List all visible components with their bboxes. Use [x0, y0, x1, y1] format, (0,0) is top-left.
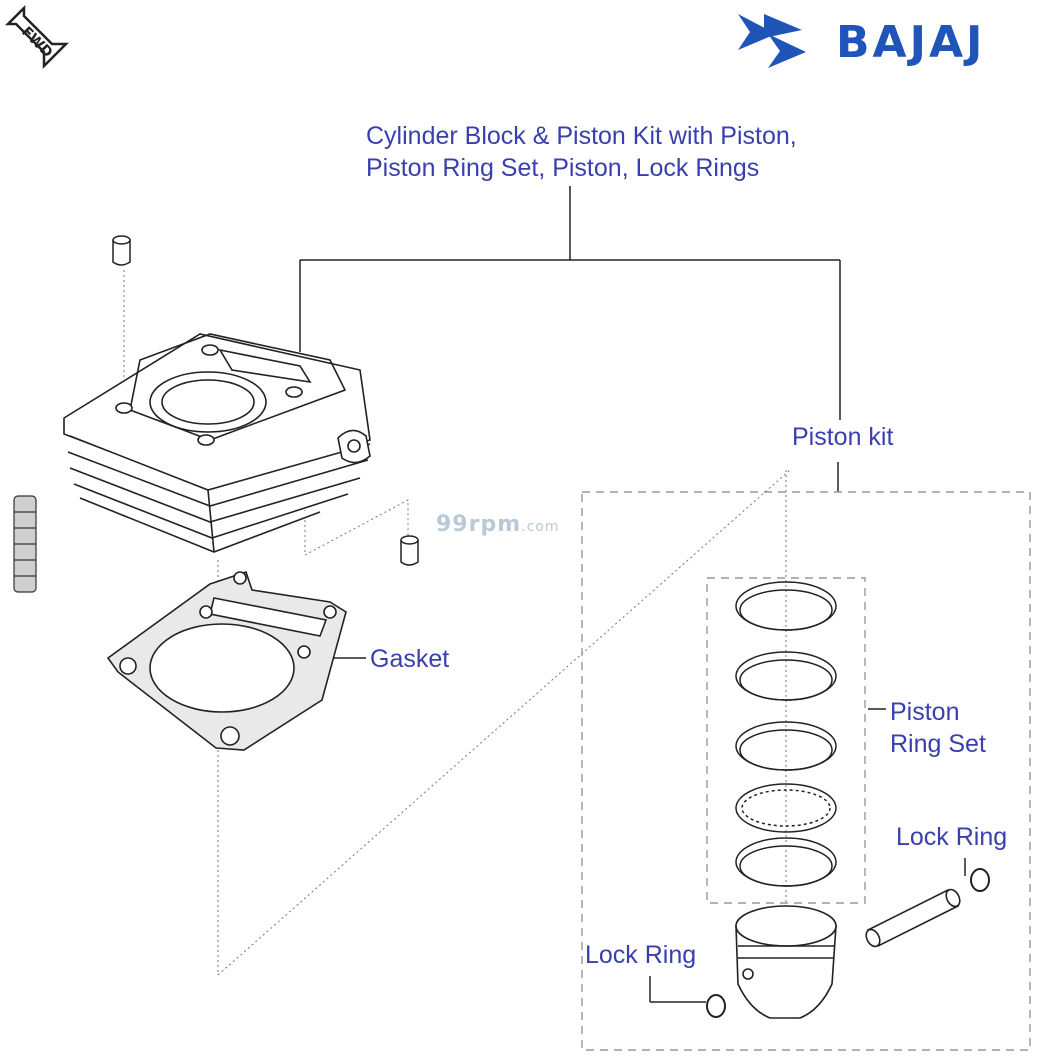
gasket-label: Gasket	[370, 645, 450, 673]
watermark-main: 99rpm	[436, 512, 522, 537]
lock-ring-left-label: Lock Ring	[585, 941, 697, 969]
dowel-pin-bottom	[400, 535, 419, 566]
lock-ring-left-icon	[706, 994, 726, 1018]
lock-ring-right-icon	[970, 868, 990, 892]
fwd-arrow-icon: FWD	[4, 4, 70, 70]
ring-set-label-line2: Ring Set	[890, 730, 986, 758]
cylinder-block	[63, 333, 371, 553]
chain-strip	[13, 495, 37, 593]
dowel-pin-top	[112, 235, 131, 266]
piston-rings	[735, 581, 837, 887]
piston-pin	[865, 888, 961, 948]
cylinder-kit-label-line2: Piston Ring Set, Piston, Lock Rings	[366, 154, 760, 182]
lock-ring-right-label: Lock Ring	[896, 823, 1008, 851]
brand-name: BAJAJ	[836, 17, 986, 68]
watermark-suffix: .com	[521, 519, 560, 535]
cylinder-kit-label-line1: Cylinder Block & Piston Kit with Piston,	[366, 122, 797, 150]
leader-lines	[299, 186, 966, 1003]
guide-lines	[123, 270, 791, 976]
ring-set-label-line1: Piston	[890, 698, 960, 726]
piston	[735, 905, 837, 1019]
bajaj-logo-icon	[738, 14, 806, 68]
gasket	[106, 570, 347, 751]
kit-boxes	[581, 491, 1031, 1051]
piston-kit-label: Piston kit	[792, 423, 894, 451]
watermark: 99rpm.com	[436, 512, 560, 537]
